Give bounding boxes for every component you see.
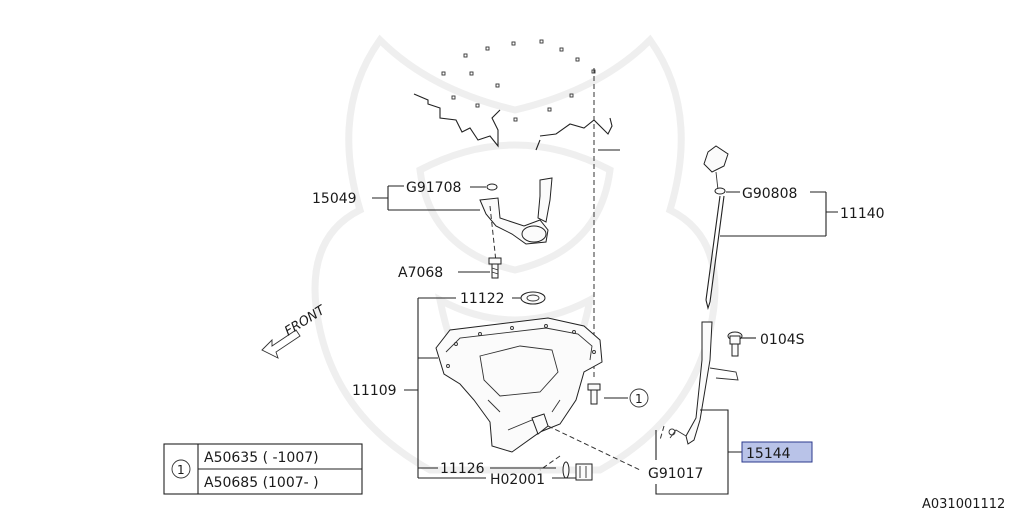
pan-bolt xyxy=(587,383,601,405)
legend-table: 1 A50635 ( -1007) A50685 (1007- ) xyxy=(163,443,363,495)
callout-11122: 11122 xyxy=(460,291,505,307)
callout-h02001: H02001 xyxy=(490,472,545,488)
drain-plug xyxy=(562,461,593,481)
callout-15049: 15049 xyxy=(312,191,357,207)
callout-g91017: G91017 xyxy=(648,466,703,482)
callout-g90808: G90808 xyxy=(742,186,797,202)
engine-block xyxy=(413,39,620,151)
callout-g91708: G91708 xyxy=(406,180,461,196)
gasket-11122 xyxy=(520,291,546,305)
callout-11109: 11109 xyxy=(352,383,397,399)
o-ring-g91708 xyxy=(486,183,498,191)
bolt-0104s xyxy=(727,331,743,357)
callout-11140: 11140 xyxy=(840,206,885,222)
legend-marker: 1 xyxy=(177,463,185,477)
legend-row-2: A50685 (1007- ) xyxy=(204,475,319,491)
diagram-id: A031001112 xyxy=(922,497,1005,512)
callout-11126: 11126 xyxy=(440,461,485,477)
o-ring-g90808 xyxy=(714,187,726,195)
legend-row-1: A50635 ( -1007) xyxy=(204,450,319,466)
leader-lines xyxy=(372,185,838,495)
callout-15144-highlight[interactable] xyxy=(741,441,813,463)
ref-marker-label: 1 xyxy=(635,392,643,406)
oil-level-gauge-guide xyxy=(659,321,739,445)
oil-level-gauge xyxy=(703,145,729,310)
callout-0104s: 0104S xyxy=(760,332,805,348)
oil-strainer xyxy=(479,177,553,263)
callout-a7068: A7068 xyxy=(398,265,443,281)
bolt-a7068 xyxy=(488,257,502,279)
fitting-guide-line xyxy=(547,425,641,471)
callout-15144[interactable]: 15144 xyxy=(746,446,791,462)
oil-pan xyxy=(435,317,603,453)
ref-marker: 1 xyxy=(629,388,649,408)
